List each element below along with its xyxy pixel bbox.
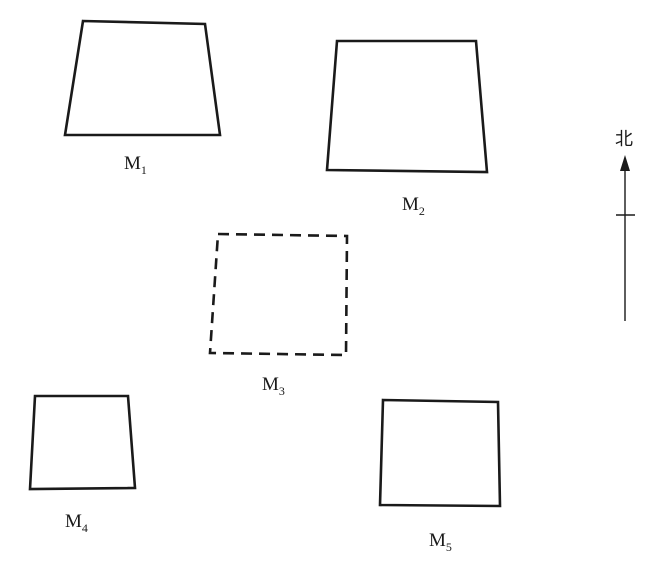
north-compass: 北 — [615, 129, 635, 321]
plot-m4-letter: M — [65, 511, 82, 532]
plot-m3-letter: M — [262, 374, 279, 395]
plot-m5-subscript: 5 — [446, 540, 452, 554]
plot-m5-outline — [378, 398, 502, 508]
plot-m2-label: M2 — [402, 194, 425, 218]
plot-m3-label: M3 — [262, 374, 285, 398]
plot-m4-subscript: 4 — [82, 521, 88, 535]
north-label: 北 — [615, 129, 633, 150]
north-arrow-icon — [620, 155, 630, 171]
plot-m3-subscript: 3 — [279, 384, 285, 398]
plot-m1: M1 — [63, 19, 222, 177]
plot-m5-label: M5 — [429, 530, 452, 554]
plot-m5-letter: M — [429, 530, 446, 551]
plot-m2: M2 — [325, 39, 489, 218]
plot-m2-subscript: 2 — [419, 204, 425, 218]
plot-m1-outline — [63, 19, 222, 137]
plot-m2-outline — [325, 39, 489, 174]
plot-m4-outline — [28, 394, 137, 491]
plot-m5: M5 — [378, 398, 502, 554]
plot-m3-outline — [208, 232, 349, 357]
plot-m2-letter: M — [402, 194, 419, 215]
plot-m3: M3 — [208, 232, 349, 398]
plot-m1-letter: M — [124, 153, 141, 174]
plot-m1-label: M1 — [124, 153, 147, 177]
plot-m1-subscript: 1 — [141, 163, 147, 177]
plot-m4-label: M4 — [65, 511, 88, 535]
plot-m4: M4 — [28, 394, 137, 535]
